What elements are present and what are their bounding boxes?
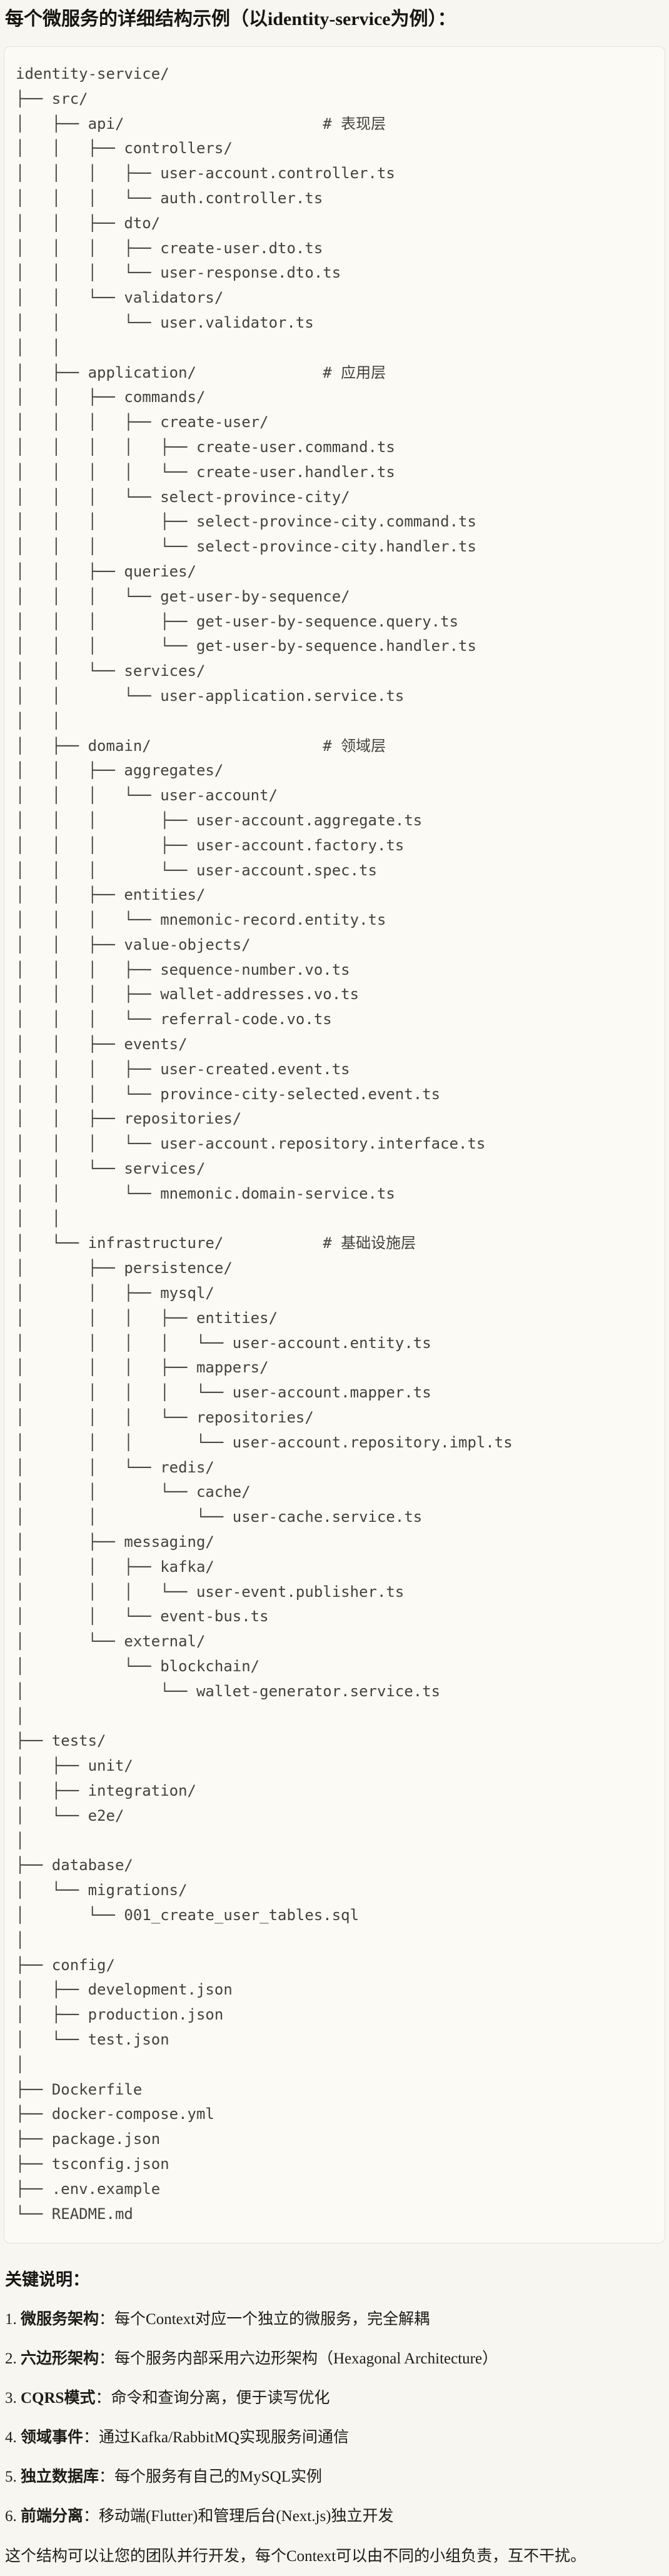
note-label: 领域事件 [21, 2429, 84, 2447]
note-item-frontend: 6. 前端分离：移动端(Flutter)和管理后台(Next.js)独立开发 [5, 2506, 664, 2527]
note-number: 5. [5, 2468, 21, 2486]
note-text: ：每个服务有自己的MySQL实例 [99, 2468, 322, 2486]
page-title: 每个微服务的详细结构示例（以identity-service为例）： [5, 9, 456, 29]
note-number: 1. [5, 2311, 21, 2328]
note-label: 微服务架构 [21, 2311, 99, 2328]
note-text: ：每个Context对应一个独立的微服务，完全解耦 [99, 2311, 430, 2328]
notes-heading: 关键说明： [5, 2270, 89, 2290]
note-label: CQRS模式 [21, 2390, 96, 2407]
summary-text: 这个结构可以让您的团队并行开发，每个Context可以由不同的小组负责，互不干扰… [5, 2548, 586, 2565]
note-label: 前端分离 [21, 2508, 84, 2525]
note-text: ：每个服务内部采用六边形架构（Hexagonal Architecture） [99, 2350, 498, 2368]
note-number: 6. [5, 2508, 21, 2525]
note-number: 3. [5, 2390, 21, 2407]
directory-tree: identity-service/ ├── src/ │ ├── api/ # … [16, 65, 513, 2223]
note-item-domain-events: 4. 领域事件：通过Kafka/RabbitMQ实现服务间通信 [5, 2427, 664, 2448]
note-item-hexagonal: 2. 六边形架构：每个服务内部采用六边形架构（Hexagonal Archite… [5, 2348, 664, 2370]
note-text: ：移动端(Flutter)和管理后台(Next.js)独立开发 [83, 2508, 394, 2525]
note-label: 六边形架构 [21, 2350, 99, 2368]
code-block: identity-service/ ├── src/ │ ├── api/ # … [4, 46, 665, 2244]
note-item-database: 5. 独立数据库：每个服务有自己的MySQL实例 [5, 2467, 664, 2488]
notes-list: 1. 微服务架构：每个Context对应一个独立的微服务，完全解耦 2. 六边形… [4, 2309, 665, 2527]
note-number: 2. [5, 2350, 21, 2368]
note-item-microservices: 1. 微服务架构：每个Context对应一个独立的微服务，完全解耦 [5, 2309, 664, 2330]
note-text: ：命令和查询分离，便于读写优化 [95, 2390, 330, 2407]
note-item-cqrs: 3. CQRS模式：命令和查询分离，便于读写优化 [5, 2388, 664, 2409]
note-label: 独立数据库 [21, 2468, 99, 2486]
note-text: ：通过Kafka/RabbitMQ实现服务间通信 [83, 2429, 349, 2447]
note-number: 4. [5, 2429, 21, 2447]
